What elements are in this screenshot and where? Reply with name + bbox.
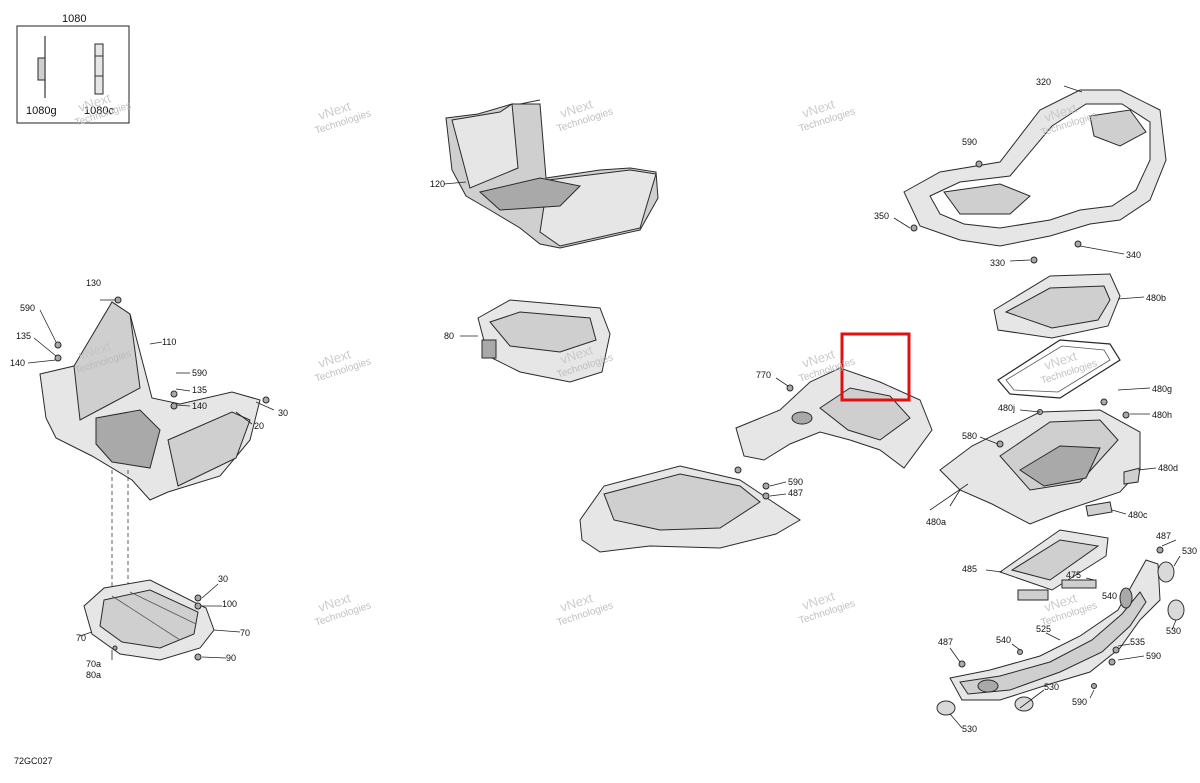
callout-590: 590 <box>1146 651 1161 661</box>
callout-140: 140 <box>192 401 207 411</box>
inset-sub-left: 1080g <box>26 105 57 117</box>
part-485-plate <box>985 529 1109 601</box>
callout-480h: 480h <box>1152 410 1172 420</box>
callout-770: 770 <box>756 370 771 380</box>
highlight-box <box>840 332 911 402</box>
callout-130: 130 <box>86 278 101 288</box>
part-70-footrest <box>79 579 241 661</box>
callout-590: 590 <box>962 137 977 147</box>
callout-530: 530 <box>962 724 977 734</box>
part-center-fender <box>579 367 933 553</box>
callout-480a: 480a <box>926 517 946 527</box>
callout-580: 580 <box>962 431 977 441</box>
callouts: 320 590 350 330 340 480b 480g 480j 480h … <box>10 77 1197 734</box>
part-120-tub <box>443 99 659 249</box>
inset-sub-right: 1080c <box>84 105 114 117</box>
callout-590: 590 <box>192 368 207 378</box>
callout-480d: 480d <box>1158 463 1178 473</box>
callout-135: 135 <box>192 385 207 395</box>
callout-350: 350 <box>874 211 889 221</box>
callout-110: 110 <box>162 337 176 347</box>
part-480a-box <box>929 398 1157 525</box>
inset-1080: 1080 1080g 1080c <box>16 13 130 124</box>
part-80-frame <box>460 299 611 383</box>
callout-530: 530 <box>1044 682 1059 692</box>
callout-525: 525 <box>1036 624 1051 634</box>
callout-480g: 480g <box>1152 384 1172 394</box>
callout-480c: 480c <box>1128 510 1148 520</box>
part-320-rack <box>893 85 1167 264</box>
callout-30: 30 <box>218 574 228 584</box>
callout-530: 530 <box>1182 546 1197 556</box>
callout-590: 590 <box>1072 697 1087 707</box>
callout-100: 100 <box>222 599 237 609</box>
callout-90: 90 <box>226 653 236 663</box>
callout-70: 70 <box>240 628 250 638</box>
callout-330: 330 <box>990 258 1005 268</box>
callout-120: 120 <box>430 179 445 189</box>
callout-30: 30 <box>278 408 288 418</box>
callout-535: 535 <box>1130 637 1145 647</box>
callout-140: 140 <box>10 358 25 368</box>
part-480g-gasket <box>997 339 1151 399</box>
callout-70a: 70a <box>86 659 101 669</box>
callout-480j: 480j <box>998 403 1015 413</box>
callout-540: 540 <box>996 635 1011 645</box>
diagram-code: 72GC027 <box>14 756 53 766</box>
callout-530: 530 <box>1166 626 1181 636</box>
callout-540: 540 <box>1102 591 1117 601</box>
callout-487: 487 <box>1156 531 1171 541</box>
inset-title: 1080 <box>62 13 86 25</box>
callout-70: 70 <box>76 633 86 643</box>
part-480b-lid <box>993 273 1145 339</box>
part-110-front-body <box>27 296 275 501</box>
callout-20: 20 <box>254 421 264 431</box>
callout-590: 590 <box>20 303 35 313</box>
callout-485: 485 <box>962 564 977 574</box>
callout-487: 487 <box>788 488 803 498</box>
part-525-bumper <box>936 539 1185 729</box>
callout-135: 135 <box>16 331 31 341</box>
callout-487: 487 <box>938 637 953 647</box>
callout-480b: 480b <box>1146 293 1166 303</box>
callout-590: 590 <box>788 477 803 487</box>
callout-320: 320 <box>1036 77 1051 87</box>
callout-340: 340 <box>1126 250 1141 260</box>
callout-80a: 80a <box>86 670 101 680</box>
callout-80: 80 <box>444 331 454 341</box>
callout-475: 475 <box>1066 570 1081 580</box>
